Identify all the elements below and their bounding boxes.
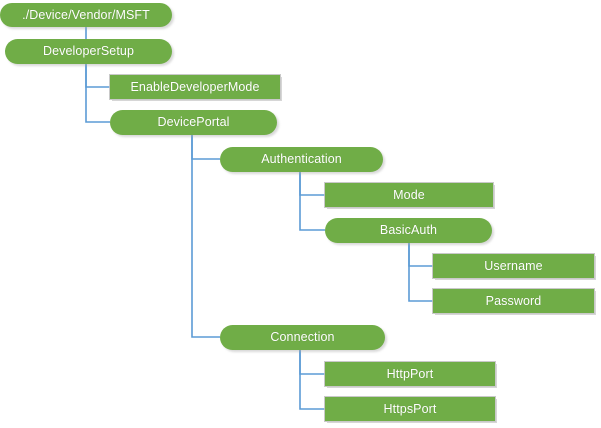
connector-basicauth-to-password [408,243,433,302]
tree-node-label: EnableDeveloperMode [130,79,260,94]
connector-auth-to-basicauth [299,172,325,231]
tree-node-label: BasicAuth [379,223,438,238]
connector-deviceportal-to-connection [191,135,220,338]
tree-node-deviceportal[interactable]: DevicePortal [110,110,277,135]
tree-node-label: DeveloperSetup [42,44,135,59]
connector-connection-to-httpsport [299,350,325,410]
tree-node-password[interactable]: Password [433,289,594,313]
tree-node-authentication[interactable]: Authentication [220,147,383,172]
tree-node-root[interactable]: ./Device/Vendor/MSFT [0,3,172,27]
tree-node-httpport[interactable]: HttpPort [325,362,495,386]
connector-auth-to-mode [299,172,325,196]
connector-developersetup-to-deviceportal [85,64,110,123]
tree-node-mode[interactable]: Mode [325,183,493,207]
tree-node-label: DevicePortal [157,115,230,130]
tree-node-httpsport[interactable]: HttpsPort [325,397,495,421]
tree-node-username[interactable]: Username [433,254,594,278]
tree-node-connection[interactable]: Connection [220,325,385,350]
tree-node-label: Connection [270,330,335,345]
tree-node-label: ./Device/Vendor/MSFT [22,7,150,22]
tree-node-label: HttpsPort [383,401,437,416]
connector-deviceportal-to-auth [191,135,220,160]
connector-basicauth-to-username [408,243,433,267]
tree-node-label: HttpPort [386,366,434,381]
tree-node-label: Authentication [261,152,342,167]
tree-node-developersetup[interactable]: DeveloperSetup [5,39,172,64]
connector-connection-to-httpport [299,350,325,375]
connector-developersetup-to-enable [85,64,110,88]
tree-node-label: Mode [393,187,425,202]
tree-node-basicauth[interactable]: BasicAuth [325,218,492,243]
tree-node-label: Password [485,293,542,308]
tree-node-label: Username [484,258,543,273]
tree-node-enabledevelopermode[interactable]: EnableDeveloperMode [110,75,280,99]
